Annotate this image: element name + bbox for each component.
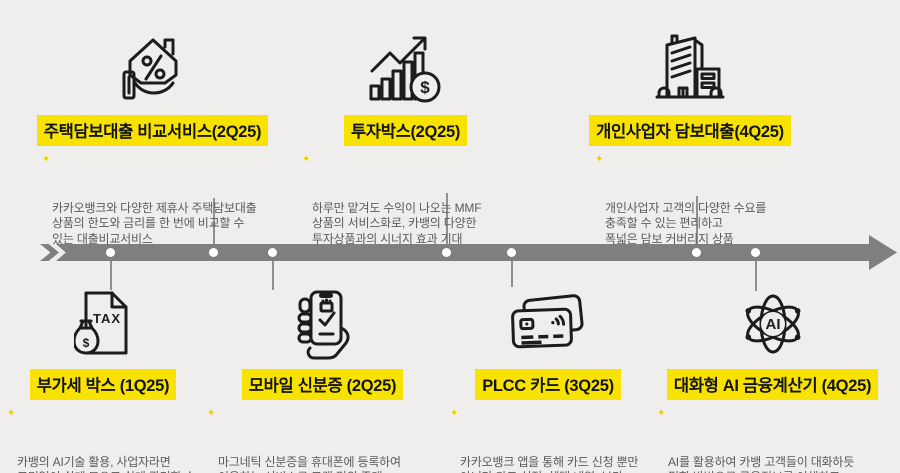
office-buildings-icon	[572, 28, 808, 108]
roadmap-item-ai-calculator: AI 대화형 AI 금융계산기 (4Q25) ✦ AI를 활용하여 카뱅 고객들…	[650, 288, 895, 473]
bullet-star-icon: ✦	[595, 154, 604, 165]
item-description: ✦ AI를 활용하여 카뱅 고객들이 대화하듯 편한 방법으로 금융정보를 이해…	[657, 408, 855, 473]
svg-text:$: $	[83, 336, 90, 350]
item-title: 대화형 AI 금융계산기 (4Q25)	[666, 369, 879, 400]
roadmap-item-mortgage-comparison: 주택담보대출 비교서비스(2Q25) ✦ 카카오뱅크와 다양한 제휴사 주택담보…	[30, 28, 275, 278]
tax-document-moneybag-icon: TAX $	[0, 288, 206, 360]
bullet-star-icon: ✦	[207, 408, 216, 419]
item-title: 모바일 신분증 (2Q25)	[241, 369, 404, 400]
roadmap-item-vat-box: TAX $ 부가세 박스 (1Q25) ✦ 카뱅의 AI기술 활용, 사업자라면…	[0, 288, 206, 473]
item-title: 투자박스(2Q25)	[343, 115, 468, 146]
roadmap-item-plcc-card: PLCC 카드 (3Q25) ✦ 카카오뱅크 앱을 통해 카드 신청 뿐만 아니…	[432, 288, 664, 473]
bullet-star-icon: ✦	[657, 408, 666, 419]
growth-chart-dollar-icon: $	[288, 28, 523, 108]
bullet-star-icon: ✦	[7, 408, 16, 419]
roadmap-item-mobile-id: 모바일 신분증 (2Q25) ✦ 마그네틱 신분증을 휴대폰에 등록하여 이용하…	[205, 288, 440, 473]
hand-holding-phone-id-icon	[205, 288, 440, 360]
timeline-dot	[507, 248, 516, 257]
connector-line	[696, 196, 698, 244]
timeline-bar	[56, 244, 872, 261]
svg-text:AI: AI	[765, 316, 780, 333]
bullet-star-icon: ✦	[450, 408, 459, 419]
roadmap-item-business-loan: 개인사업자 담보대출(4Q25) ✦ 개인사업자 고객의 다양한 수요를 충족할…	[572, 28, 808, 278]
connector-line	[446, 193, 448, 244]
connector-line	[755, 261, 757, 291]
bullet-star-icon: ✦	[302, 154, 311, 165]
timeline-dot	[209, 248, 218, 257]
connector-line	[511, 261, 513, 287]
connector-line	[213, 198, 215, 244]
item-title: 부가세 박스 (1Q25)	[29, 369, 177, 400]
timeline-dot	[442, 248, 451, 257]
credit-cards-icon	[432, 288, 664, 360]
item-description: ✦ 마그네틱 신분증을 휴대폰에 등록하여 이용하는 서비스로 고객 편의 증대	[207, 408, 401, 473]
item-title: 개인사업자 담보대출(4Q25)	[589, 115, 791, 146]
roadmap-item-invest-box: $ 투자박스(2Q25) ✦ 하루만 맡겨도 수익이 나오는 MMF 상품의 서…	[288, 28, 523, 278]
svg-text:$: $	[420, 78, 430, 97]
timeline-dot	[751, 248, 760, 257]
svg-text:TAX: TAX	[93, 311, 121, 326]
item-title: 주택담보대출 비교서비스(2Q25)	[36, 115, 269, 146]
item-description: ✦ 카뱅의 AI기술 활용, 사업자라면 고민없이 쉽게 모으고 쉽게 관리할 …	[7, 408, 195, 473]
item-description: ✦ 개인사업자 고객의 다양한 수요를 충족할 수 있는 편리하고 폭넓은 담보…	[595, 154, 767, 246]
bullet-star-icon: ✦	[42, 154, 51, 165]
house-mortgage-percent-hand-icon	[30, 28, 275, 108]
connector-line	[110, 261, 112, 290]
item-description: ✦ 하루만 맡겨도 수익이 나오는 MMF 상품의 서비스화로, 카뱅의 다양한…	[302, 154, 482, 246]
connector-line	[272, 261, 274, 290]
item-description: ✦ 카카오뱅크 앱을 통해 카드 신청 뿐만 아니라 카드 실적, 혜택 내역,…	[450, 408, 639, 473]
timeline-dot	[106, 248, 115, 257]
timeline-dot	[268, 248, 277, 257]
timeline-arrowhead-icon	[869, 235, 897, 270]
ai-atom-icon: AI	[650, 288, 895, 360]
item-title: PLCC 카드 (3Q25)	[475, 369, 621, 400]
item-description: ✦ 카카오뱅크와 다양한 제휴사 주택담보대출 상품의 한도와 금리를 한 번에…	[42, 154, 257, 246]
timeline-dot	[692, 248, 701, 257]
